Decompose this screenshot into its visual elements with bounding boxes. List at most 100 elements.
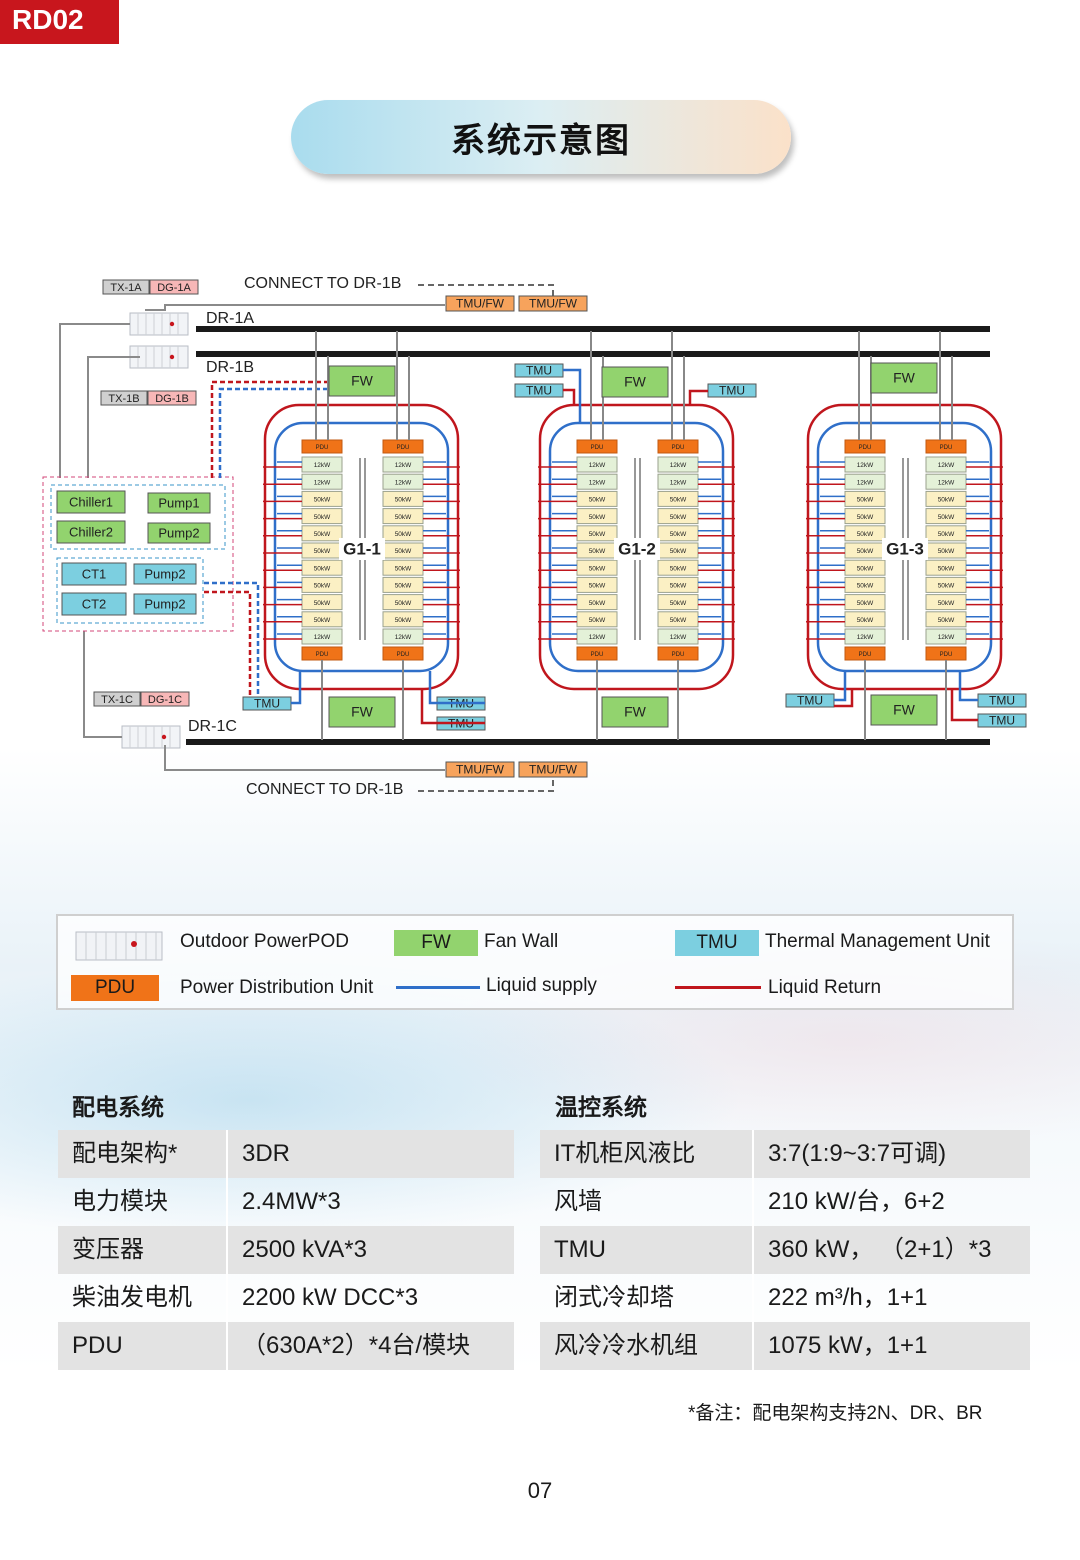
connect-top-label: CONNECT TO DR-1B xyxy=(244,275,401,292)
group-2-pdu-top-1-box xyxy=(657,439,699,454)
fw-g1-top-box xyxy=(328,365,396,397)
group-3-rack-1-4-label: 50kW xyxy=(938,531,955,538)
tx-1a-tag-box xyxy=(102,279,150,295)
group-3-rack-1-9-label: 50kW xyxy=(938,617,955,624)
group-2-rack-1-8-label: 50kW xyxy=(670,600,687,607)
group-3-rack-1-9-box xyxy=(925,611,967,628)
bus-dr-1a xyxy=(196,326,990,332)
group-2-rack-0-2-label: 50kW xyxy=(589,497,606,504)
ct2-label: CT2 xyxy=(82,596,107,611)
group-1-rack-1-2-label: 50kW xyxy=(395,497,412,504)
dg-1a-tag-box xyxy=(149,279,199,295)
group-2-rack-0-8-label: 50kW xyxy=(589,600,606,607)
tmu-g3-right-2-label: TMU xyxy=(989,714,1015,728)
table-key: IT机柜风液比 xyxy=(554,1140,696,1167)
supply-pipe xyxy=(563,368,582,423)
tmu-fw-bottom-1-label: TMU/FW xyxy=(456,763,505,777)
group-1-rack-1-7-label: 50kW xyxy=(395,583,412,590)
group-1-rack-0-0-label: 12kW xyxy=(314,462,331,469)
group-3-pdu-bot-1-label: PDU xyxy=(940,652,953,658)
ct-pump-1-label: Pump2 xyxy=(144,566,185,581)
bus-label-dr-1c: DR-1C xyxy=(188,718,237,735)
page-number: 07 xyxy=(527,1478,553,1503)
powerpod-1a-logo xyxy=(169,321,175,327)
thermal-section-title: 温控系统 xyxy=(555,1094,647,1120)
bus-dr-1b xyxy=(196,351,990,357)
group-3-pdu-bot-0-label: PDU xyxy=(859,652,872,658)
page-tag: RD02 xyxy=(0,0,119,44)
group-3-supply-loop xyxy=(816,421,993,673)
group-2-pdu-top-0-box xyxy=(576,439,618,454)
group-2-rack-0-9-box xyxy=(576,611,618,628)
legend-tmu: Thermal Management Unit xyxy=(765,931,990,952)
tx-1b-tag-label: TX-1B xyxy=(108,393,139,405)
tmu-fw-bottom-2-box xyxy=(518,761,588,778)
group-1-pdu-top-1-box xyxy=(382,439,424,454)
group-2-rack-0-4-label: 50kW xyxy=(589,531,606,538)
group-2-rack-1-10-label: 12kW xyxy=(670,634,687,641)
tmu-g2-right-label: TMU xyxy=(719,384,745,398)
group-2-rack-0-3-box xyxy=(576,508,618,525)
table-key: 配电架构* xyxy=(72,1140,178,1167)
tmu-g1-left-label: TMU xyxy=(254,697,280,711)
pump1-box xyxy=(147,492,211,514)
group-1-rack-0-3-label: 50kW xyxy=(314,514,331,521)
group-1-rack-1-0-label: 12kW xyxy=(395,462,412,469)
group-3-rack-0-0-label: 12kW xyxy=(857,462,874,469)
legend-fan-wall: Fan Wall xyxy=(484,931,559,952)
group-1-rack-0-9-box xyxy=(301,611,343,628)
group-1-rack-1-4-label: 50kW xyxy=(395,531,412,538)
ct-pump-2-box xyxy=(133,593,197,615)
chiller-frame xyxy=(50,484,226,550)
connect-dash xyxy=(418,284,554,296)
legend-pdu: Power Distribution Unit xyxy=(180,977,374,998)
group-1-rack-0-10-label: 12kW xyxy=(314,634,331,641)
group-2-rack-1-7-label: 50kW xyxy=(670,583,687,590)
fw-g3-bottom-box xyxy=(870,694,938,726)
group-3-rack-0-8-label: 50kW xyxy=(857,600,874,607)
dg-1b-tag-box xyxy=(147,390,197,406)
tmu-fw-top-2-label: TMU/FW xyxy=(529,297,578,311)
supply-pipe xyxy=(958,671,978,702)
group-1-rack-0-0-box xyxy=(301,456,343,473)
powerpod-icon xyxy=(75,931,163,961)
dg-1a-tag-label: DG-1A xyxy=(157,282,191,294)
group-2-rack-0-0-label: 12kW xyxy=(589,462,606,469)
group-2-rack-0-0-box xyxy=(576,456,618,473)
ct-pump-1-box xyxy=(133,563,197,585)
group-3-rack-0-7-box xyxy=(844,576,886,593)
group-2-pdu-top-0-label: PDU xyxy=(591,445,604,451)
group-1-pdu-top-0-box xyxy=(301,439,343,454)
supply-pipe xyxy=(428,671,485,705)
group-1-rack-0-2-box xyxy=(301,490,343,507)
fw-g3-bottom-label: FW xyxy=(893,702,916,718)
group-1-rack-0-2-label: 50kW xyxy=(314,497,331,504)
group-1-rack-0-4-label: 50kW xyxy=(314,531,331,538)
group-2-rack-1-1-box xyxy=(657,473,699,490)
group-2-rack-1-9-box xyxy=(657,611,699,628)
legend-liquid-supply: Liquid supply xyxy=(486,975,597,996)
group-3-rack-0-4-box xyxy=(844,525,886,542)
chiller1-box xyxy=(56,490,126,514)
table-row: PDU（630A*2）*4台/模块 xyxy=(58,1322,514,1370)
ct-pump-2-label: Pump2 xyxy=(144,596,185,611)
group-1-rack-1-8-label: 50kW xyxy=(395,600,412,607)
group-1-rack-1-9-box xyxy=(382,611,424,628)
tmu-fw-top-2-box xyxy=(518,295,588,312)
group-3-rack-1-3-label: 50kW xyxy=(938,514,955,521)
group-1-rack-1-3-box xyxy=(382,508,424,525)
tmu-g3-left-label: TMU xyxy=(797,694,823,708)
group-1-pdu-top-1-label: PDU xyxy=(397,445,410,451)
return-pipe xyxy=(563,388,576,405)
group-2-rack-0-2-box xyxy=(576,490,618,507)
group-3-rack-0-10-box xyxy=(844,628,886,645)
table-value: 2200 kW DCC*3 xyxy=(226,1274,514,1322)
feeder-line xyxy=(83,631,122,738)
group-2-rack-0-6-label: 50kW xyxy=(589,565,606,572)
group-3-rack-0-4-label: 50kW xyxy=(857,531,874,538)
group-2-rack-1-2-box xyxy=(657,490,699,507)
group-2-rack-0-3-label: 50kW xyxy=(589,514,606,521)
group-2-rack-1-1-label: 12kW xyxy=(670,479,687,486)
